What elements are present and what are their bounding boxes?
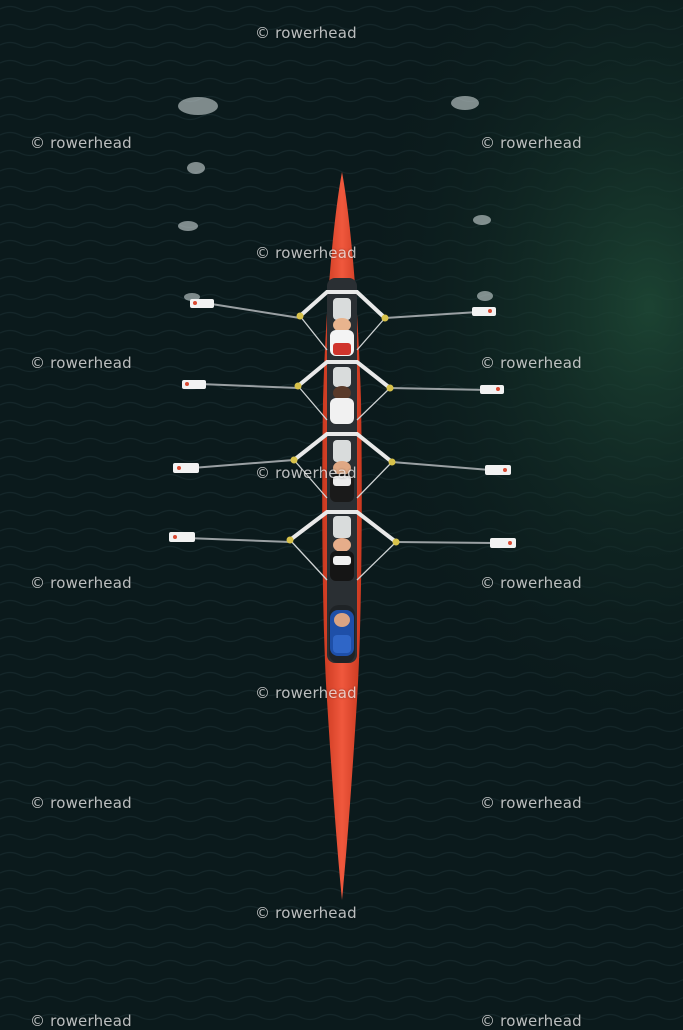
- watermark: © rowerhead: [480, 574, 582, 592]
- coxswain: [330, 610, 354, 656]
- watermark: © rowerhead: [255, 904, 357, 922]
- oars: [185, 302, 495, 544]
- watermark: © rowerhead: [255, 684, 357, 702]
- rower-three: [330, 367, 354, 424]
- watermark: © rowerhead: [255, 24, 357, 42]
- watermark: © rowerhead: [255, 464, 357, 482]
- oar-blades: [169, 299, 516, 548]
- riggers: [288, 290, 398, 544]
- oar-puddles: [178, 96, 493, 301]
- watermark: © rowerhead: [30, 354, 132, 372]
- watermark: © rowerhead: [480, 1012, 582, 1030]
- watermark: © rowerhead: [30, 134, 132, 152]
- rower-stroke: [330, 516, 354, 581]
- watermark: © rowerhead: [480, 794, 582, 812]
- watermark: © rowerhead: [30, 1012, 132, 1030]
- watermark: © rowerhead: [480, 134, 582, 152]
- rigger-stays: [289, 315, 397, 581]
- watermark: © rowerhead: [480, 354, 582, 372]
- rower-bow: [330, 298, 354, 356]
- blade-tips: [173, 301, 512, 545]
- watermark: © rowerhead: [30, 794, 132, 812]
- oarlocks: [286, 312, 400, 546]
- watermark: © rowerhead: [30, 574, 132, 592]
- rower-two: [330, 440, 354, 502]
- watermark: © rowerhead: [255, 244, 357, 262]
